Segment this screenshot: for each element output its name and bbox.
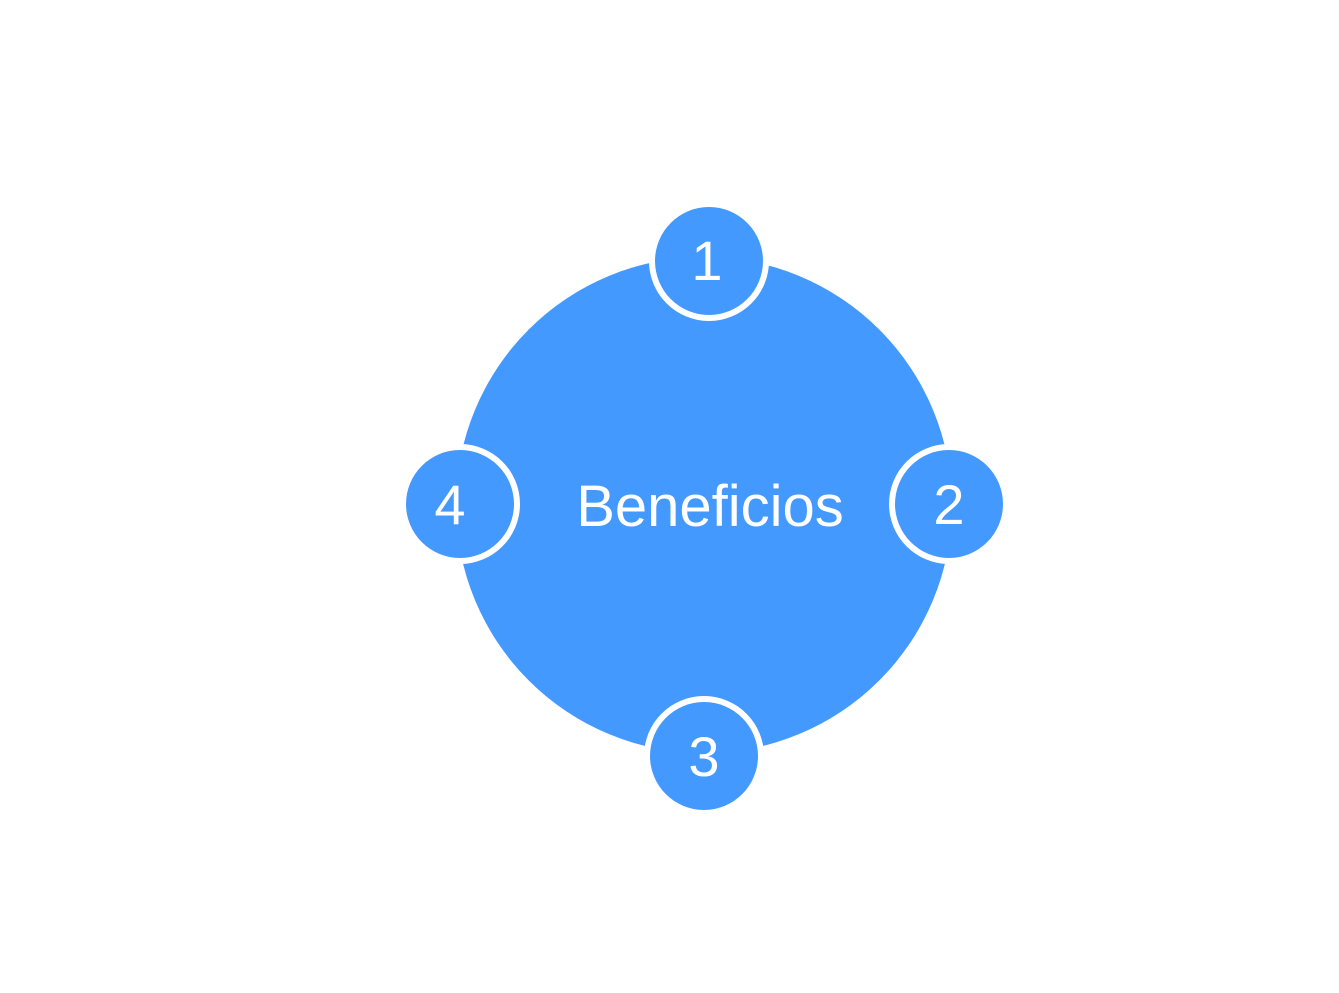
node-3-label: 3 xyxy=(688,725,719,788)
node-3: 3 xyxy=(644,696,764,816)
node-1: 1 xyxy=(649,201,769,321)
node-2: 2 xyxy=(889,444,1009,564)
central-label: Beneficios xyxy=(576,474,844,539)
node-4-label: 4 xyxy=(434,473,465,536)
node-1-label: 1 xyxy=(691,229,722,292)
node-4: 4 xyxy=(400,444,520,564)
node-2-label: 2 xyxy=(933,473,964,536)
central-circle xyxy=(456,257,952,753)
